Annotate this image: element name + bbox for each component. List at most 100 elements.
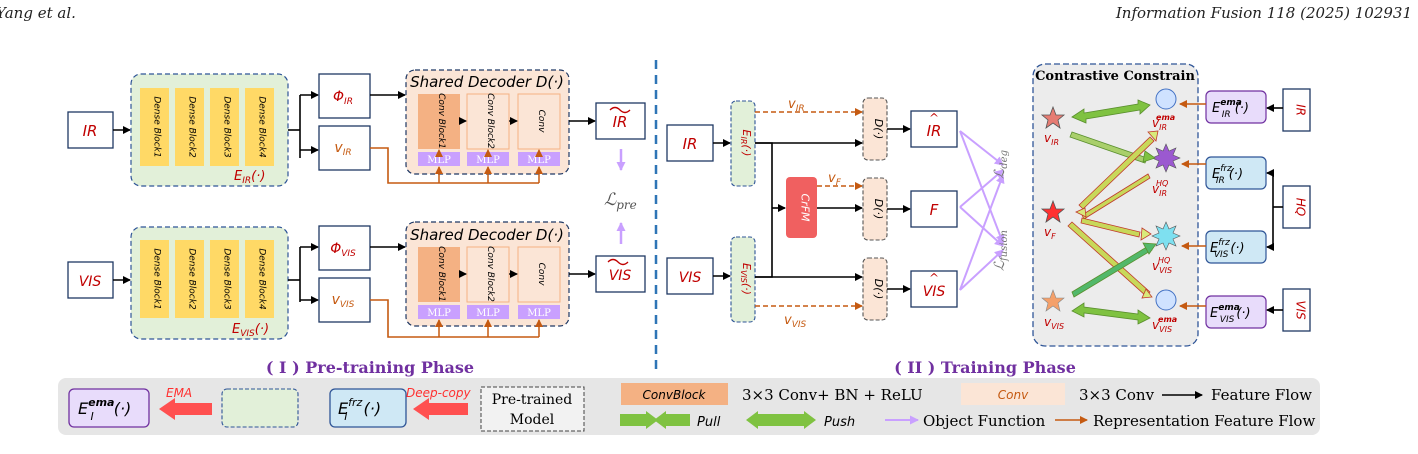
star-v-f xyxy=(1040,199,1066,223)
star-v-ir xyxy=(1040,105,1066,129)
conv-block xyxy=(418,247,460,302)
v-ir-box xyxy=(318,125,371,171)
conv-block-label: Conv xyxy=(536,110,546,133)
hat-mark: ^ xyxy=(929,271,939,285)
phase1-vis-output-label: VIS xyxy=(609,268,632,284)
burst-v-vis-hq xyxy=(1151,221,1181,251)
phase2-title: ( II ) Training Phase xyxy=(894,358,1076,377)
phase2-out-f-label: F xyxy=(930,201,939,219)
phase2-enc-vis xyxy=(730,236,756,323)
phase2-decoder-label: D(·) xyxy=(872,279,885,300)
mlp-block xyxy=(418,305,460,319)
v-vis-label: vVIS xyxy=(332,292,355,310)
loss-deg-label: ℒdeg xyxy=(992,150,1010,179)
v-ir-label: vIR xyxy=(334,140,351,158)
right-ir-box xyxy=(1282,88,1311,132)
node-label: vIR xyxy=(1044,131,1059,147)
phase2-enc-vis-label: EVIS(·) xyxy=(739,263,753,295)
dense-block-label: Dense Block3 xyxy=(222,248,232,310)
node-label: vIRema xyxy=(1152,113,1175,132)
phase1-ir-output-label: IR xyxy=(613,113,628,131)
phase1-ir-input-box xyxy=(67,111,114,149)
legend-rep-flow: Representation Feature Flow xyxy=(1093,412,1315,430)
phase2-v-ir-label: vIR xyxy=(788,97,805,114)
right-ir-label: IR xyxy=(1294,104,1308,116)
phase1-ir-branch: IR Dense Block1 Dense Block2 Dense Block… xyxy=(67,69,646,187)
conv-block-label: Conv Block1 xyxy=(436,93,446,149)
legend-pull-arrows xyxy=(620,411,690,429)
node-label: vVISHQ xyxy=(1152,256,1172,275)
phase1-ir-output-box xyxy=(595,102,646,140)
star-v-vis xyxy=(1041,289,1065,312)
conv-block xyxy=(418,94,460,149)
legend-pretrained-line1: Pre-trained xyxy=(492,392,573,408)
mlp-label: MLP xyxy=(527,308,551,319)
mlp-block xyxy=(467,152,509,166)
dense-block xyxy=(210,240,239,318)
node-label: vVISema xyxy=(1152,315,1177,334)
decoder-title: Shared Decoder D(·) xyxy=(410,226,564,244)
v-vis-box xyxy=(318,277,371,323)
legend-object-function: Object Function xyxy=(923,412,1046,430)
mlp-block xyxy=(518,152,560,166)
legend-pretrained-box xyxy=(480,386,585,432)
phase2-decoder-label: D(·) xyxy=(872,199,885,220)
phase2-out-ir-label: IR xyxy=(927,122,942,140)
burst-v-ir-hq xyxy=(1151,143,1181,173)
contrastive-arrows xyxy=(1067,99,1159,325)
loss-pre-label: ℒpre xyxy=(604,190,637,212)
dense-block xyxy=(245,240,274,318)
legend-convblock-label: ConvBlock xyxy=(643,388,707,402)
phase2-out-vis-box xyxy=(910,270,958,308)
phi-vis-label: ΦVIS xyxy=(330,241,356,259)
phase1-vis-branch: VIS Dense Block1 Dense Block2 Dense Bloc… xyxy=(67,221,646,340)
legend-convblock-chip xyxy=(621,383,728,405)
node-label: vVIS xyxy=(1044,315,1064,331)
contrastive-title: Contrastive Constrain xyxy=(1035,69,1195,84)
right-vis-label: VIS xyxy=(1294,300,1308,320)
dense-block xyxy=(210,88,239,166)
node-label: vIRHQ xyxy=(1152,179,1168,198)
mlp-label: MLP xyxy=(476,155,500,166)
crfm-block xyxy=(786,177,817,238)
phase2-decoder-ir xyxy=(862,97,888,161)
legend-encoder-chip xyxy=(221,388,299,428)
legend-push-arrow xyxy=(746,411,816,429)
phi-vis-box xyxy=(318,225,371,271)
circle-v-ir-ema xyxy=(1155,88,1177,110)
dense-block xyxy=(140,88,169,166)
dense-block-label: Dense Block4 xyxy=(257,96,267,158)
legend-conv-label: Conv xyxy=(998,388,1029,402)
legend-ema-arrow xyxy=(159,398,212,420)
phase2-v-vis-label: vVIS xyxy=(784,313,807,330)
decoder-title: Shared Decoder D(·) xyxy=(410,73,564,91)
phase2-out-f-box xyxy=(910,190,958,228)
legend-deepcopy-label: Deep-copy xyxy=(406,386,472,400)
phase2-pipeline: IR VIS EIR(·) EVIS(·) vIR vF vVIS CrFM D… xyxy=(666,97,1010,330)
circle-v-vis-ema xyxy=(1155,289,1177,311)
legend-ema-arrow-label: EMA xyxy=(166,386,192,400)
crfm-label: CrFM xyxy=(799,193,812,222)
enc-vis-label: EVIS(·) xyxy=(232,322,269,339)
phase2-ir-input-box xyxy=(666,124,714,162)
phase2-v-f-label: vF xyxy=(828,171,842,188)
node-label: vF xyxy=(1044,225,1056,241)
phase2-enc-ir xyxy=(730,100,756,187)
dense-block xyxy=(245,88,274,166)
mlp-block xyxy=(518,305,560,319)
ir-dense-blocks: Dense Block1 Dense Block2 Dense Block3 D… xyxy=(140,88,274,166)
legend-feature-flow: Feature Flow xyxy=(1211,386,1312,404)
conv-block-label: Conv xyxy=(536,263,546,286)
phi-ir-label: ΦIR xyxy=(333,89,353,107)
legend-convblock-desc: 3×3 Conv+ BN + ReLU xyxy=(742,386,923,404)
conv-block-label: Conv Block2 xyxy=(485,246,495,302)
phase2-ir-input-label: IR xyxy=(683,135,698,153)
phase2-enc-ir-label: EIR(·) xyxy=(739,130,753,157)
phase1-ir-input-label: IR xyxy=(83,122,98,140)
